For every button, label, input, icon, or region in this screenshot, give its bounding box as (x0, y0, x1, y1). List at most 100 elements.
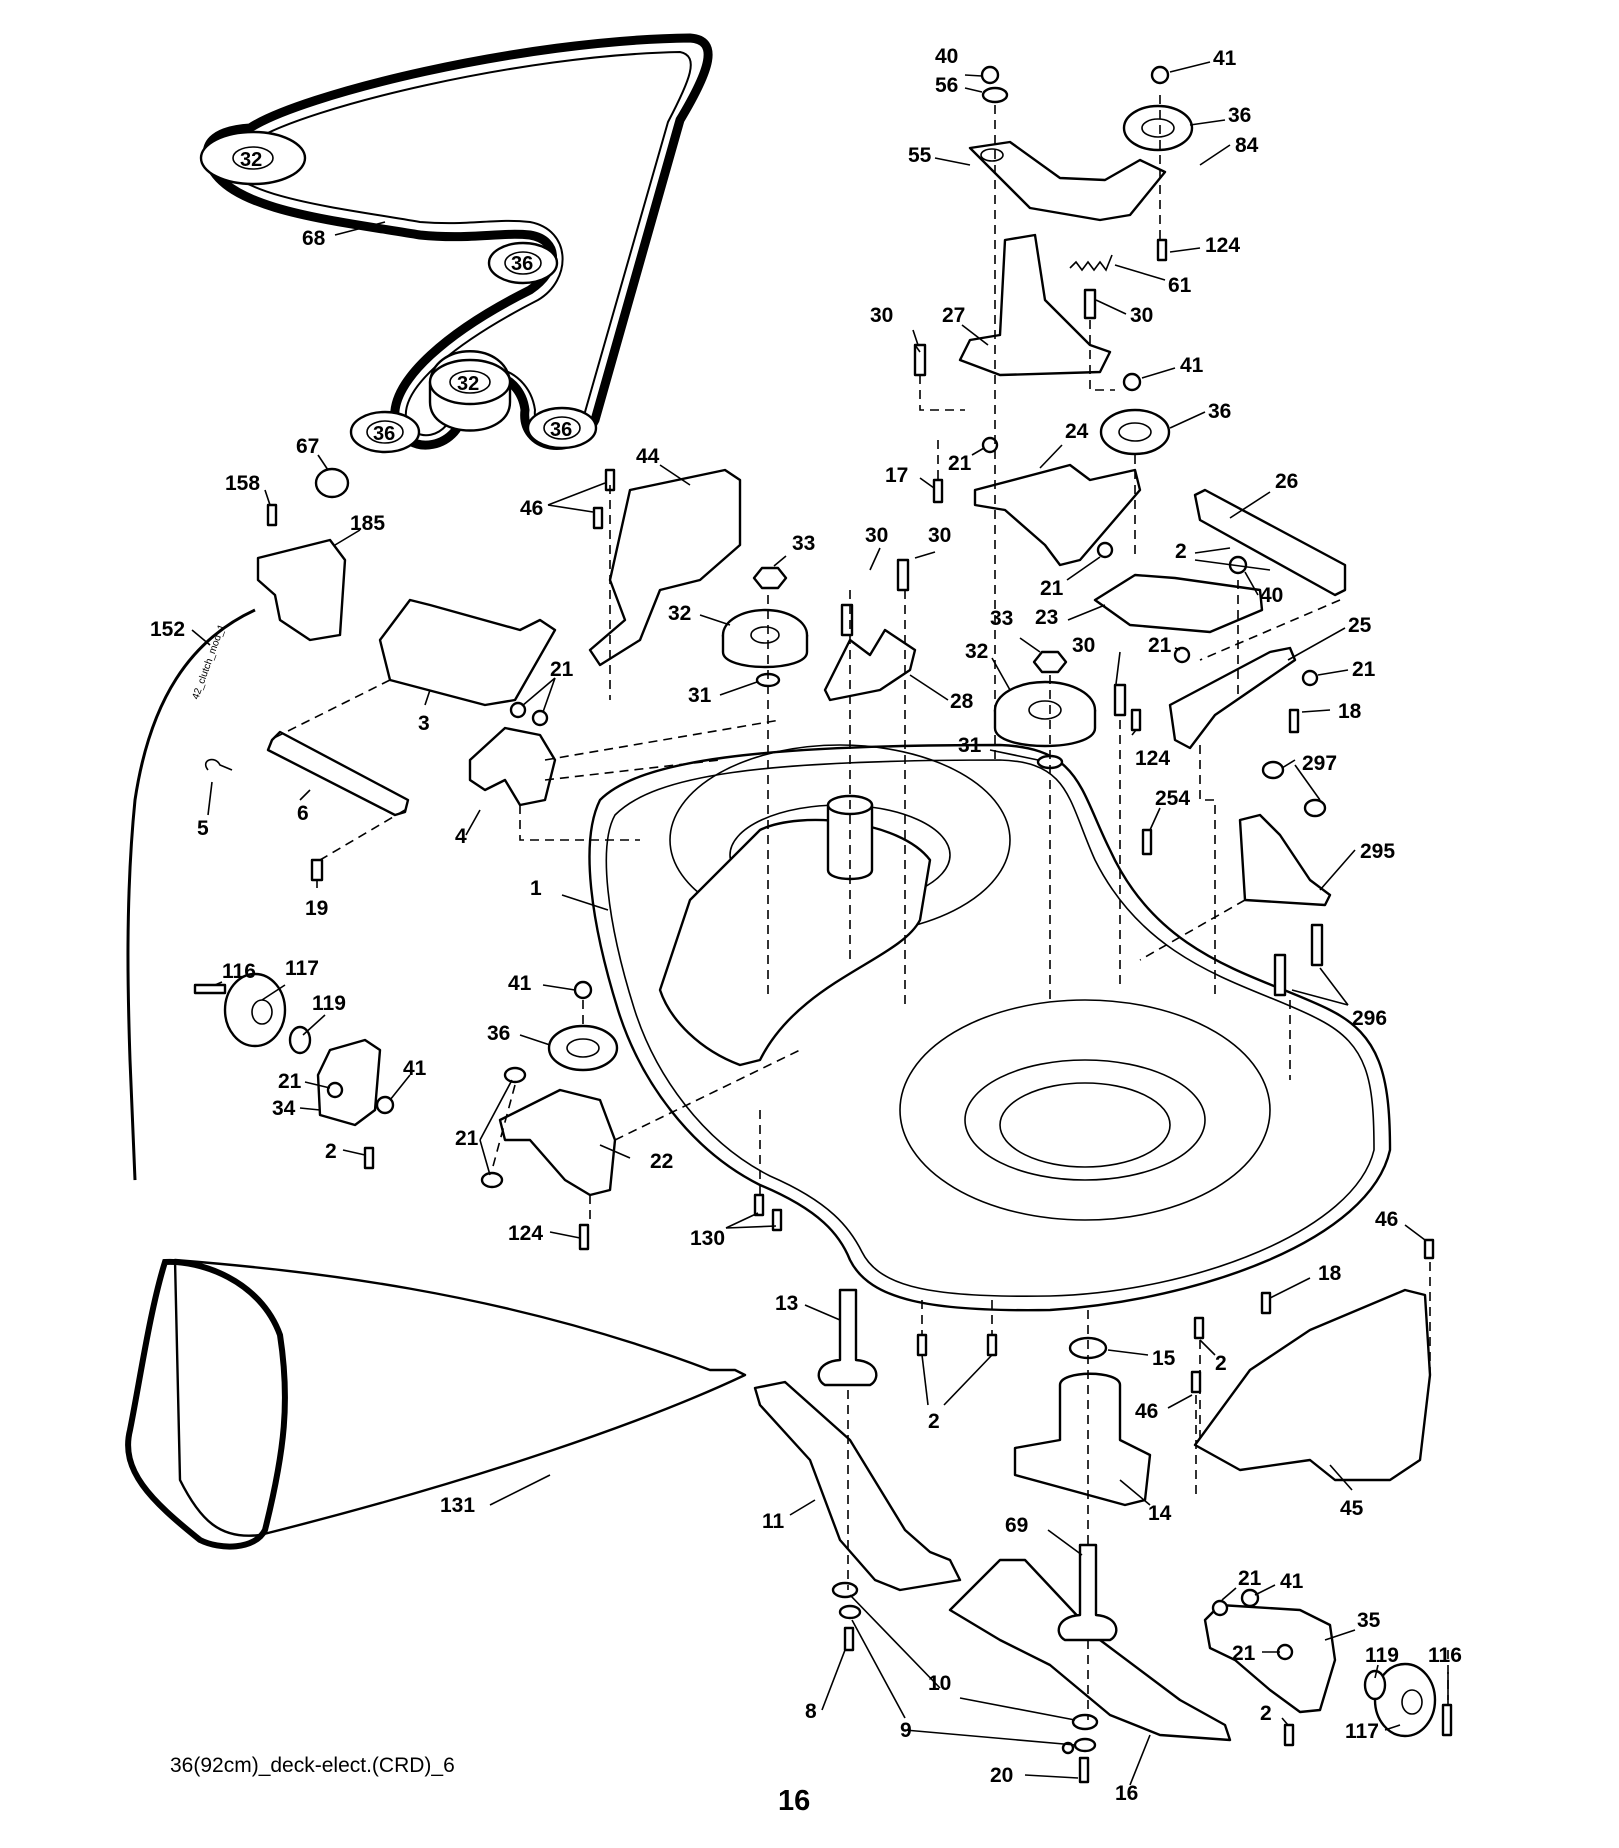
gauge-wheel-left (223, 972, 382, 1127)
leader-line (1269, 1277, 1311, 1299)
callout-label: 32 (668, 602, 691, 625)
leader-line (921, 1354, 929, 1406)
belt-pulley-36-left-inner (366, 420, 404, 444)
leader-line (1229, 491, 1271, 519)
leader-line (943, 1354, 993, 1406)
leader-line (261, 984, 286, 1001)
leader-line (909, 674, 949, 701)
nut-41-d (573, 980, 593, 1000)
bolt-116-right (1441, 1703, 1453, 1737)
callout-label: 10 (928, 1672, 951, 1695)
assembly-line (544, 719, 781, 761)
spacer-44 (588, 468, 742, 667)
pulley-36-top-inner (1141, 118, 1175, 138)
callout-label: 41 (1280, 1570, 1304, 1593)
leader-line (1329, 1464, 1353, 1491)
callout-label: 2 (325, 1140, 337, 1163)
bolt-158 (266, 503, 278, 527)
bolt-296-a (1273, 953, 1287, 997)
callout-label: 68 (302, 227, 326, 250)
nut-297-a (1261, 760, 1285, 780)
leader-line (1141, 367, 1176, 379)
leader-line (1404, 1224, 1426, 1241)
clip-5 (204, 758, 233, 771)
bolt-2-b (363, 1146, 375, 1170)
leader-line (1199, 1339, 1216, 1356)
leader-line (549, 1231, 581, 1239)
leader-line (659, 464, 691, 486)
callout-label: 5 (197, 817, 209, 840)
callout-label: 55 (908, 144, 932, 167)
leader-line (964, 74, 983, 77)
leader-line (334, 529, 361, 546)
bolt-46-c (1190, 1370, 1202, 1394)
blade-pulleys (721, 566, 1097, 770)
callout-label: 3 (418, 712, 430, 735)
leader-line (191, 629, 211, 646)
callout-label: 124 (508, 1222, 543, 1245)
leader-line (1199, 144, 1231, 166)
leader-line (1189, 119, 1226, 126)
assembly-line (519, 805, 640, 841)
callout-labels: 40 56 41 36 84 55 124 61 30 27 30 41 36 … (150, 45, 1462, 1805)
leader-line (1324, 1629, 1356, 1641)
nut-21-e1 (509, 701, 527, 719)
plate-23 (1093, 573, 1264, 634)
belt-pulley-label: 36 (373, 423, 395, 445)
callout-label: 45 (1340, 1497, 1364, 1520)
callout-label: 21 (1352, 658, 1376, 681)
leader-line (542, 677, 556, 713)
leader-line (1287, 627, 1346, 661)
belt-pulley-36-right-low-inner (543, 416, 581, 440)
callout-label: 117 (1345, 1720, 1379, 1743)
deck-center-spindle-tube (826, 803, 874, 881)
bracket-28 (823, 628, 917, 702)
pulley-32-left-side (721, 635, 809, 669)
bracket-55-hole (980, 148, 1004, 162)
leader-line (1254, 1584, 1276, 1596)
leader-line (1174, 647, 1181, 651)
callout-label: 24 (1065, 420, 1089, 443)
callout-label: 4 (455, 825, 467, 848)
callout-label: 36 (487, 1022, 510, 1045)
callout-label: 158 (225, 472, 260, 495)
callout-label: 19 (305, 897, 328, 920)
assembly-line (319, 809, 406, 861)
leader-line (299, 789, 311, 801)
callout-label: 21 (1040, 577, 1064, 600)
leader-line (991, 657, 1011, 691)
gauge-wheel-right (1203, 1603, 1437, 1738)
leader-line (424, 689, 431, 706)
leader-line (1221, 1587, 1237, 1601)
bolt-18-low (1260, 1291, 1272, 1315)
leader-line (1047, 1529, 1083, 1556)
pulley-32-left-inner (750, 626, 780, 644)
bolt-19 (310, 858, 324, 882)
leader-line (465, 809, 481, 836)
leader-line (1115, 651, 1121, 685)
callout-label: 36 (1228, 104, 1251, 127)
callout-label: 297 (1302, 752, 1337, 775)
wheel-117-right (1373, 1662, 1437, 1738)
bolt-130-a (753, 1193, 765, 1217)
leader-line (519, 1034, 551, 1046)
callout-label: 15 (1152, 1347, 1176, 1370)
leader-line (1319, 967, 1349, 1006)
leader-line (214, 981, 223, 986)
callout-label: 26 (1275, 470, 1298, 493)
belt-pulley-36-right (487, 241, 559, 285)
callout-label: 36 (1208, 400, 1231, 423)
mower-deck (588, 743, 1392, 1312)
callout-label: 30 (865, 524, 888, 547)
leader-line (959, 1697, 1076, 1721)
callout-label: 20 (990, 1764, 1013, 1787)
bolt-30-e (1113, 683, 1127, 717)
bolt-46-b (592, 506, 604, 530)
bracket-35 (1203, 1603, 1337, 1714)
bolt-124-top (1156, 238, 1168, 262)
nut-21-i (1276, 1643, 1294, 1661)
callout-label: 1 (530, 877, 542, 900)
idler-22-assembly (498, 1024, 619, 1197)
leader-line (849, 1594, 941, 1689)
pulley-36-top (1122, 104, 1194, 152)
